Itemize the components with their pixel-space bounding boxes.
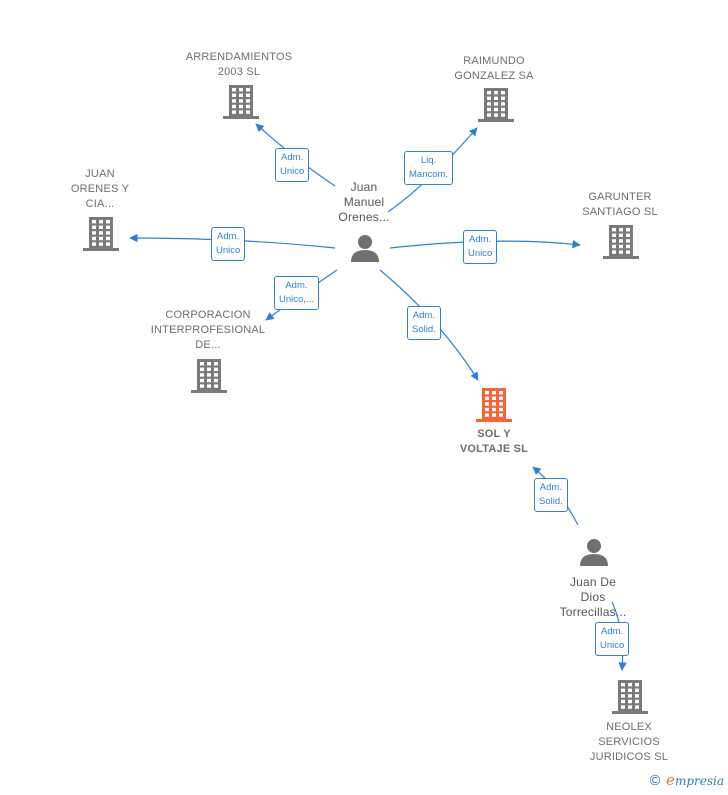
building-icon[interactable] [476,388,512,422]
node-label-neolex[interactable]: NEOLEX SERVICIOS JURIDICOS SL [589,721,669,763]
node-label-garunter[interactable]: GARUNTER SANTIAGO SL [582,191,658,218]
building-icon[interactable] [83,217,119,251]
edge-label-juanmanuel-raimundo[interactable]: Liq. Mancom. [404,151,454,185]
person-icon[interactable] [580,539,608,566]
brand-logo: ©empresia [648,771,724,789]
node-label-raimundo[interactable]: RAIMUNDO GONZALEZ SA [454,55,534,82]
node-label-juanmanuel[interactable]: Juan Manuel Orenes... [338,180,390,224]
edge-label-juanmanuel-arrend[interactable]: Adm. Unico [275,148,310,182]
edge-label-juanmanuel-garunter[interactable]: Adm. Unico [463,230,498,264]
node-label-corporacion[interactable]: CORPORACION INTERPROFESIONAL DE... [150,309,266,351]
node-label-sol[interactable]: SOL Y VOLTAJE SL [459,428,529,455]
edge-label-juanmanuel-juanorenes[interactable]: Adm. Unico [211,227,246,261]
building-icon[interactable] [478,88,514,122]
building-icon[interactable] [612,680,648,714]
person-icon[interactable] [351,235,379,262]
edge-label-juandedios-neolex[interactable]: Adm. Unico [595,622,630,656]
building-icon[interactable] [603,225,639,259]
building-icon[interactable] [223,85,259,119]
node-label-juandedios[interactable]: Juan De Dios Torrecillas... [559,575,627,619]
copyright-icon: © [648,773,663,789]
edge-label-juanmanuel-corporacion[interactable]: Adm. Unico,... [274,276,319,310]
node-label-juanorenes[interactable]: JUAN ORENES Y CIA... [70,168,130,210]
edge-label-juandedios-sol[interactable]: Adm. Solid. [534,478,568,512]
node-label-arrend[interactable]: ARRENDAMIENTOS 2003 SL [185,51,293,78]
edge-label-juanmanuel-sol[interactable]: Adm. Solid. [407,306,441,340]
building-icon[interactable] [191,359,227,393]
